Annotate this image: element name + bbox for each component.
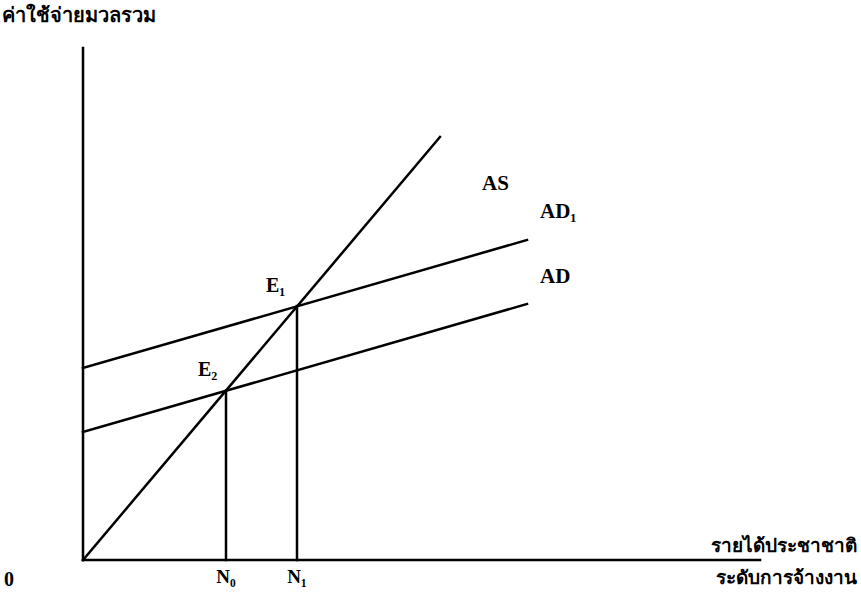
axis-title: ระดับการจ้างงาน (716, 568, 857, 589)
vertical-axis (82, 48, 85, 560)
curve-label: AS (482, 172, 509, 195)
n0-drop-line (225, 391, 228, 560)
axis-title: ค่าใช้จ่ายมวลรวม (2, 4, 156, 26)
tick-label: N₀ (216, 567, 235, 588)
as-line (83, 137, 440, 560)
horizontal-axis (83, 559, 760, 562)
curve-label: AD₁ (540, 200, 577, 223)
axis-title: รายได้ประชาชาติ (711, 536, 857, 557)
origin-label: 0 (4, 568, 14, 590)
curve-label: AD (540, 265, 570, 288)
n1-drop-line (296, 306, 299, 560)
point-label: E₁ (266, 274, 285, 296)
tick-label: N₁ (287, 567, 306, 588)
point-label: E₂ (198, 358, 217, 380)
ad1-line (83, 240, 527, 368)
ad-line (83, 304, 527, 432)
